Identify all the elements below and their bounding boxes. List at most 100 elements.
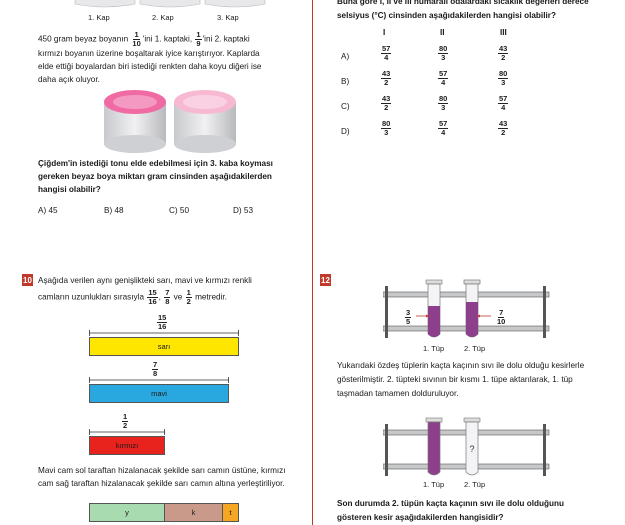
q10-line-1: Aşağıda verilen aynı genişlikteki sarı, …	[38, 276, 252, 285]
frac-den: 5	[406, 317, 411, 326]
frac-den: 10	[132, 39, 141, 48]
q11-header-3: III	[500, 28, 507, 37]
tube1-label-2: 1. Tüp	[423, 480, 445, 489]
q11-header-1: I	[383, 28, 386, 37]
frac-den: 3	[384, 128, 389, 137]
kirmizi-dimension-line	[89, 429, 165, 435]
jar-1-label: 1. Kap	[88, 13, 110, 22]
mavi-glass-bar: mavi	[89, 384, 229, 403]
q12-line-1: Yukarıdaki özdeş tüplerin kaçta kaçının …	[337, 361, 585, 370]
mavi-dimension-line	[89, 377, 229, 383]
frac-num: 43	[381, 69, 392, 79]
tube2-label-2: 2. Tüp	[464, 480, 486, 489]
strip-segment-t: t	[222, 503, 239, 522]
q9-question-line-2: gereken beyaz boya miktarı gram cinsinde…	[38, 172, 272, 181]
frac-num: 15	[157, 313, 168, 323]
frac-den: 3	[441, 53, 446, 62]
frac-num: 15	[147, 288, 158, 298]
q11-option-b[interactable]: B)	[341, 77, 350, 86]
q9-text-b: 'ini 1. kaptaki,	[142, 34, 193, 44]
frac-num: 43	[498, 44, 509, 54]
q9-question-line-1: Çiğdem'in istediği tonu elde edebilmesi …	[38, 159, 273, 168]
frac-num: 1	[195, 30, 202, 40]
q11-option-d[interactable]: D)	[341, 127, 350, 136]
q9-line-2: kırmızı boyanın üzerine boşaltarak iyice…	[38, 49, 260, 58]
column-divider	[312, 0, 314, 525]
q11-header-2: II	[440, 28, 445, 37]
q10-text-b: metredir.	[195, 292, 227, 302]
frac-den: 2	[501, 53, 506, 62]
strip-segment-y: y	[89, 503, 165, 522]
frac-num: 7	[498, 308, 505, 318]
jars-top-illustration	[74, 0, 266, 8]
q9-text-c: 'ini 2. kaptaki	[202, 34, 250, 44]
q10-line-3: Mavi cam sol taraftan hizalanacak şekild…	[38, 466, 286, 475]
q11-line-1: Buna göre I, II ve III numaralı odalarda…	[337, 0, 589, 6]
q12-line-2: gösterilmiştir. 2. tüpteki sıvının bir k…	[337, 375, 573, 384]
frac-num: 80	[438, 44, 449, 54]
jar-3-label: 3. Kap	[217, 13, 239, 22]
frac-num: 7	[164, 288, 171, 298]
sari-glass-bar: sarı	[89, 337, 239, 356]
frac-num: 43	[498, 119, 509, 129]
q9-text-a: 450 gram beyaz boyanın	[38, 34, 129, 44]
frac-den: 10	[497, 317, 506, 326]
frac-den: 2	[123, 421, 128, 430]
frac-den: 2	[384, 103, 389, 112]
q10-number-badge: 10	[22, 274, 33, 286]
frac-num: 43	[381, 94, 392, 104]
q9-line-4: daha açık oluyor.	[38, 75, 100, 84]
tube1-label: 1. Tüp	[423, 344, 445, 353]
q12-question-line-1: Son durumda 2. tüpün kaçta kaçının sıvı …	[337, 499, 564, 508]
q9-option-d[interactable]: D) 53	[233, 206, 254, 215]
frac-num: 57	[498, 94, 509, 104]
q11-option-a[interactable]: A)	[341, 52, 350, 61]
frac-num: 57	[381, 44, 392, 54]
frac-den: 16	[148, 297, 157, 306]
frac-num: 1	[133, 30, 140, 40]
frac-den: 4	[441, 128, 446, 137]
q11-option-c[interactable]: C)	[341, 102, 350, 111]
frac-den: 3	[501, 78, 506, 87]
frac-den: 16	[158, 322, 167, 331]
q9-question-line-3: hangisi olabilir?	[38, 185, 101, 194]
unknown-mark-icon: ?	[469, 444, 474, 454]
frac-den: 4	[384, 53, 389, 62]
frac-num: 3	[405, 308, 412, 318]
tube2-label: 2. Tüp	[464, 344, 486, 353]
frac-num: 57	[438, 69, 449, 79]
frac-num: 1	[122, 412, 129, 422]
frac-num: 80	[438, 94, 449, 104]
q9-option-b[interactable]: B) 48	[104, 206, 124, 215]
jar-2-label: 2. Kap	[152, 13, 174, 22]
q12-line-3: taşmadan tamamen dolduruluyor.	[337, 389, 459, 398]
frac-num: 80	[498, 69, 509, 79]
tubes-figure-initial	[383, 279, 550, 338]
q9-option-c[interactable]: C) 50	[169, 206, 190, 215]
frac-den: 4	[501, 103, 506, 112]
q9-option-a[interactable]: A) 45	[38, 206, 58, 215]
frac-num: 57	[438, 119, 449, 129]
frac-num: 1	[185, 288, 192, 298]
q12-question-line-2: gösteren kesir aşağıdakilerden hangisidi…	[337, 513, 504, 522]
